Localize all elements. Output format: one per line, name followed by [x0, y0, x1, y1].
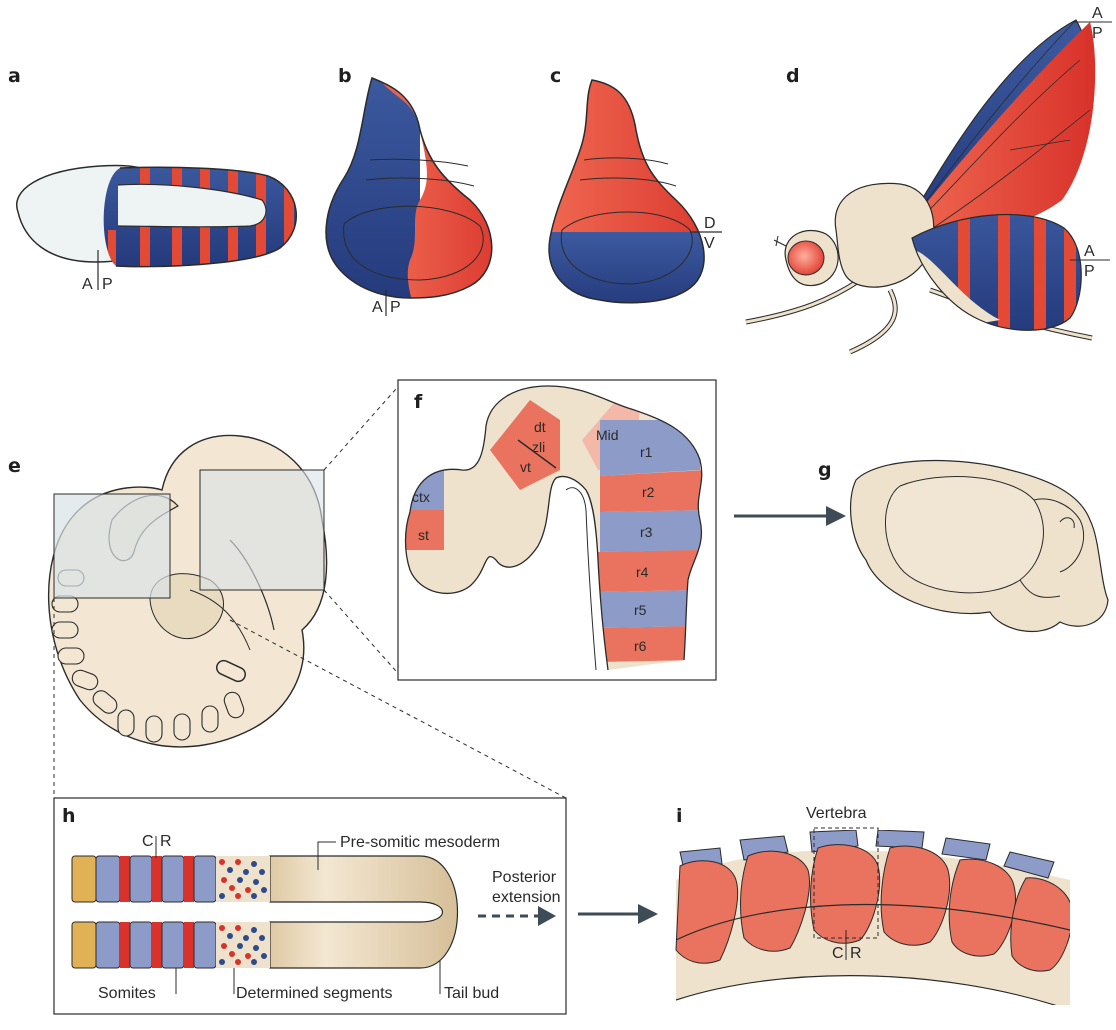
rhombomere-r1: r1 [640, 444, 653, 460]
rhombomere-r4: r4 [636, 564, 649, 580]
panel-h-somitogenesis: h [54, 798, 566, 1014]
panel-label-g: g [818, 459, 832, 481]
label-somites: Somites [98, 985, 156, 1002]
label-vertebra: Vertebra [806, 805, 867, 822]
panel-b-wing-disc: A P [300, 70, 520, 316]
label-tail-bud: Tail bud [444, 985, 499, 1002]
panel-label-f: f [414, 391, 423, 413]
region-mid: Mid [596, 427, 619, 443]
axis-c-dorsal: D [704, 215, 716, 232]
panel-label-b: b [338, 65, 352, 87]
panel-label-a: a [8, 65, 21, 87]
rhombomere-r6: r6 [634, 638, 647, 654]
rhombomere-r5: r5 [634, 602, 647, 618]
axis-i-caudal: C [832, 945, 844, 962]
axis-b-anterior: A [372, 299, 383, 316]
panel-label-c: c [550, 65, 561, 87]
arrow-h-to-i [578, 904, 658, 924]
axis-d-wing-anterior: A [1092, 5, 1103, 22]
panel-label-h: h [62, 805, 76, 827]
rhombomere-r2: r2 [642, 484, 655, 500]
arrow-f-to-g [734, 506, 846, 526]
region-st: st [418, 527, 429, 543]
axis-i-rostral: R [850, 945, 862, 962]
axis-d-wing-posterior: P [1092, 25, 1103, 42]
inset-box-hindbrain [200, 470, 324, 590]
region-dt: dt [534, 419, 546, 435]
panel-label-e: e [8, 455, 21, 477]
axis-h-caudal: C [142, 833, 154, 850]
label-presomitic-mesoderm: Pre-somitic mesoderm [340, 834, 500, 851]
region-ctx: ctx [412, 489, 430, 505]
compound-eye [788, 241, 824, 275]
inset-box-brain-region [54, 494, 170, 598]
region-vt: vt [520, 459, 531, 475]
panel-g-adult-brain [851, 461, 1108, 632]
germ-band-stripes [90, 160, 320, 270]
inset-h-frame [54, 798, 566, 1014]
region-zli: zli [532, 439, 545, 455]
panel-a-embryo: A P [17, 160, 320, 293]
panel-label-i: i [676, 805, 683, 827]
panel-f-brain-inset: f ctx st dt zli vt Mid r1 r2 r3 r4 r5 r6 [398, 380, 716, 680]
axis-d-body-posterior: P [1084, 263, 1095, 280]
axis-b-posterior: P [390, 299, 401, 316]
axis-d-body-anterior: A [1084, 243, 1095, 260]
panel-d-adult-fly: A P A P [746, 5, 1112, 352]
rhombomere-r3: r3 [640, 524, 653, 540]
label-extension: extension [492, 889, 561, 906]
axis-a-posterior: P [102, 276, 113, 293]
axis-h-rostral: R [160, 833, 172, 850]
axis-c-ventral: V [704, 235, 715, 252]
label-posterior: Posterior [492, 869, 557, 886]
axis-a-anterior: A [82, 276, 93, 293]
panel-label-d: d [786, 65, 800, 87]
panel-c-wing-disc: D V [540, 70, 740, 312]
panel-i-vertebral-column: C R Vertebra [676, 805, 1072, 1010]
label-determined-segments: Determined segments [236, 985, 393, 1002]
